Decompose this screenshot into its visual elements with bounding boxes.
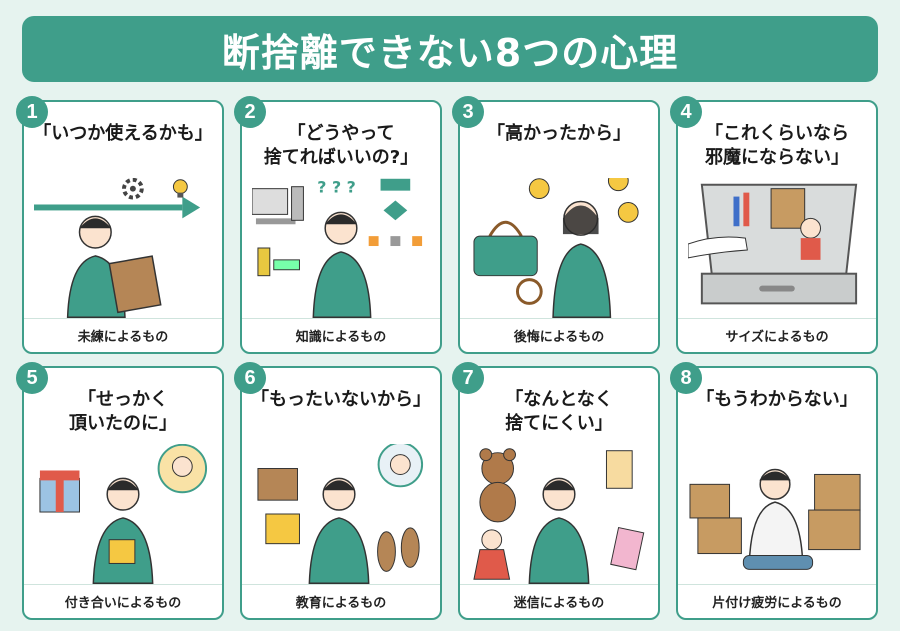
reasons-grid: 1 「いつか使えるかも」 未練によるもの 2 「どうやって 捨てればいいの?」 [16,96,878,620]
person-regret-icon [470,170,648,318]
teddy-bear-icon [479,448,516,523]
reason-card-6: 6 「もったいないから」 教育によるもの [234,362,442,620]
friend-bubble-icon [157,443,208,494]
handbag-icon [473,220,538,277]
card-number: 6 [234,362,266,394]
card-number: 7 [452,362,484,394]
bag-icon [770,188,806,229]
card-caption: 教育によるもの [242,584,440,618]
doll-icon [800,217,822,260]
reason-card-7: 7 「なんとなく 捨てにくい」 迷信によるもの [452,362,660,620]
card-caption: 後悔によるもの [460,318,658,352]
person-overwhelmed-icon [688,444,866,584]
person-holding-box-icon [34,177,212,318]
card-caption: 迷信によるもの [460,584,658,618]
hand-icon [687,236,748,259]
card-number: 5 [16,362,48,394]
person-with-gift-icon [34,443,212,584]
reason-card-2: 2 「どうやって 捨てればいいの?」 ? ? ? 知識によるもの [234,96,442,354]
card-quote: 「もったいないから」 [251,389,431,410]
reason-card-3: 3 「高かったから」 後悔によるもの [452,96,660,354]
card-number: 4 [670,96,702,128]
lightbulb-icon [172,179,188,198]
flowchart-icon [368,178,423,247]
card-quote: 「これくらいなら 邪魔にならない」 [705,123,849,168]
doll-icon [473,529,511,580]
shoes-icon [377,527,420,572]
gift-box-icon [39,470,80,513]
reason-card-4: 4 「これくらいなら 邪魔にならない」 サイズによるもの [670,96,878,354]
cardboard-boxes-icon [689,473,861,555]
card-number: 8 [670,362,702,394]
card-caption: サイズによるもの [678,318,876,352]
card-quote: 「せっかく 頂いたのに」 [69,389,177,434]
card-quote: 「なんとなく 捨てにくい」 [505,389,613,434]
card-quote: 「いつか使えるかも」 [33,123,213,144]
svg-text:? ? ?: ? ? ? [317,178,356,197]
drawer-icon [687,178,866,318]
reason-card-5: 5 「せっかく 頂いたのに」 付き合いによるもの [16,362,224,620]
person-praying-icon [470,444,648,584]
card-number: 3 [452,96,484,128]
card-caption: 未練によるもの [24,318,222,352]
card-quote: 「どうやって 捨てればいいの?」 [263,123,419,168]
reason-card-8: 8 「もうわからない」 片付け疲労によるもの [670,362,878,620]
gear-icon [122,177,144,200]
card-number: 2 [234,96,266,128]
card-number: 1 [16,96,48,128]
card-caption: 付き合いによるもの [24,584,222,618]
arrow-icon [34,196,201,219]
person-pondering-icon [252,441,430,584]
person-thinking-icon: ? ? ? [251,178,430,318]
card-quote: 「もうわからない」 [696,389,858,410]
battery-icon [257,247,300,277]
card-caption: 知識によるもの [242,318,440,352]
grandmother-bubble-icon [377,441,424,488]
card-quote: 「高かったから」 [487,123,631,144]
bag-icon [257,468,300,545]
card-caption: 片付け疲労によるもの [678,584,876,618]
page-title: 断捨離できない8つの心理 [22,16,878,82]
charm-icon [605,450,645,571]
computer-icon [251,186,304,225]
watch-icon [515,278,543,305]
reason-card-1: 1 「いつか使えるかも」 未練によるもの [16,96,224,354]
